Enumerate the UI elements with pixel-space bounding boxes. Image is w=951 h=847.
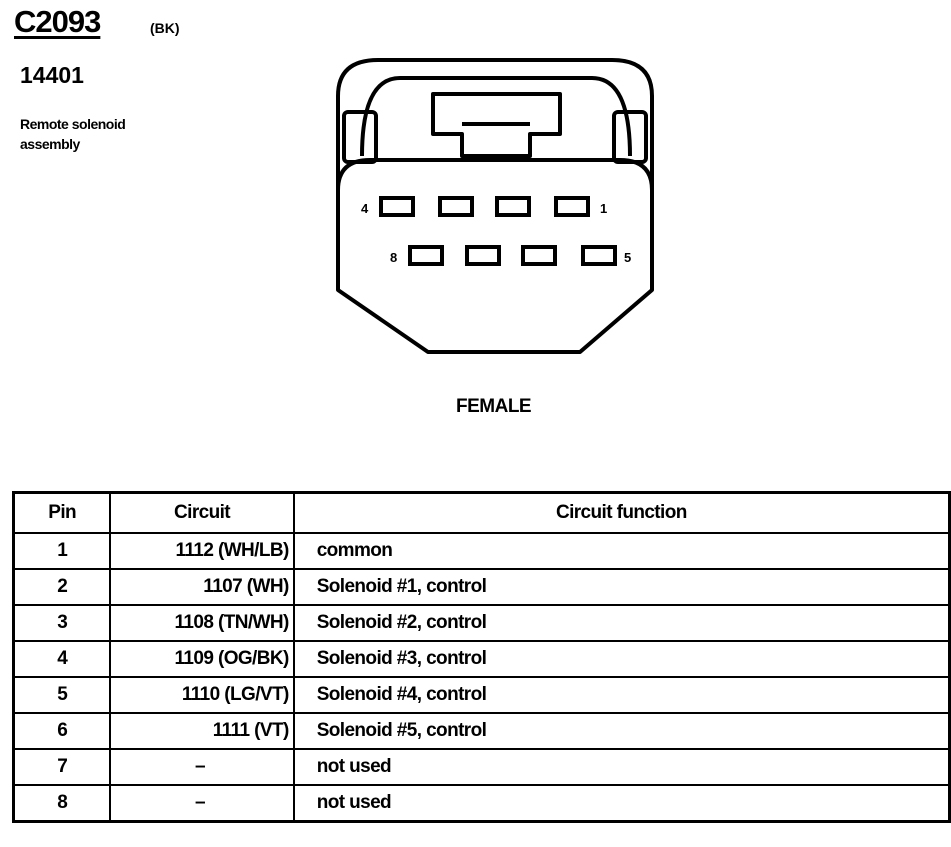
pin-cavity-6	[521, 245, 557, 266]
pinout-table: Pin Circuit Circuit function 1 1112 (WH/…	[12, 491, 951, 823]
pin-cavity-3	[438, 196, 474, 217]
table-row: 4 1109 (OG/BK) Solenoid #3, control	[12, 640, 951, 678]
table-row: 6 1111 (VT) Solenoid #5, control	[12, 712, 951, 750]
table-row: 3 1108 (TN/WH) Solenoid #2, control	[12, 604, 951, 642]
table-row: 7 – not used	[12, 748, 951, 786]
cell-pin: 6	[12, 712, 112, 750]
cell-function: Solenoid #5, control	[292, 712, 951, 750]
connector-id: C2093	[14, 4, 101, 39]
connector-face-diagram: 4 1 8 5	[336, 58, 654, 354]
pin-label-4: 4	[361, 201, 369, 216]
cell-function: Solenoid #4, control	[292, 676, 951, 714]
component-description-line1: Remote solenoid	[20, 116, 126, 132]
connector-inner-frame	[360, 76, 632, 157]
pin-cavity-1	[554, 196, 590, 217]
cell-circuit: 1109 (OG/BK)	[109, 640, 295, 678]
pin-label-8: 8	[390, 250, 397, 265]
connector-pin-face	[336, 158, 654, 191]
cell-pin: 1	[12, 532, 112, 570]
pin-cavity-4	[379, 196, 415, 217]
header-pin: Pin	[12, 491, 112, 534]
cell-circuit: –	[109, 784, 295, 823]
cell-circuit: 1108 (TN/WH)	[109, 604, 295, 642]
connector-housing-outline	[336, 58, 654, 354]
cell-function: not used	[292, 784, 951, 823]
cell-pin: 2	[12, 568, 112, 606]
pin-cavity-8	[408, 245, 444, 266]
cell-function: not used	[292, 748, 951, 786]
cell-circuit: –	[109, 748, 295, 786]
table-row: 5 1110 (LG/VT) Solenoid #4, control	[12, 676, 951, 714]
cell-function: Solenoid #1, control	[292, 568, 951, 606]
table-header-row: Pin Circuit Circuit function	[12, 491, 951, 534]
pin-cavity-2	[495, 196, 531, 217]
table-row: 2 1107 (WH) Solenoid #1, control	[12, 568, 951, 606]
pin-cavity-5	[581, 245, 617, 266]
cell-pin: 3	[12, 604, 112, 642]
cell-pin: 7	[12, 748, 112, 786]
connector-gender-label: FEMALE	[456, 396, 532, 417]
cell-pin: 8	[12, 784, 112, 823]
cell-function: Solenoid #2, control	[292, 604, 951, 642]
table-row: 1 1112 (WH/LB) common	[12, 532, 951, 570]
cell-circuit: 1112 (WH/LB)	[109, 532, 295, 570]
header-circuit: Circuit	[109, 491, 295, 534]
cell-circuit: 1111 (VT)	[109, 712, 295, 750]
header-circuit-function: Circuit function	[292, 491, 951, 534]
connector-color-code: (BK)	[150, 20, 180, 36]
cell-circuit: 1107 (WH)	[109, 568, 295, 606]
pin-label-5: 5	[624, 250, 631, 265]
cell-pin: 5	[12, 676, 112, 714]
part-number: 14401	[20, 62, 84, 88]
pin-label-1: 1	[600, 201, 607, 216]
cell-circuit: 1110 (LG/VT)	[109, 676, 295, 714]
pin-cavity-7	[465, 245, 501, 266]
locking-tab	[431, 92, 562, 158]
left-latch	[342, 110, 378, 164]
cell-pin: 4	[12, 640, 112, 678]
table-row: 8 – not used	[12, 784, 951, 823]
component-description-line2: assembly	[20, 136, 80, 152]
cell-function: common	[292, 532, 951, 570]
cell-function: Solenoid #3, control	[292, 640, 951, 678]
